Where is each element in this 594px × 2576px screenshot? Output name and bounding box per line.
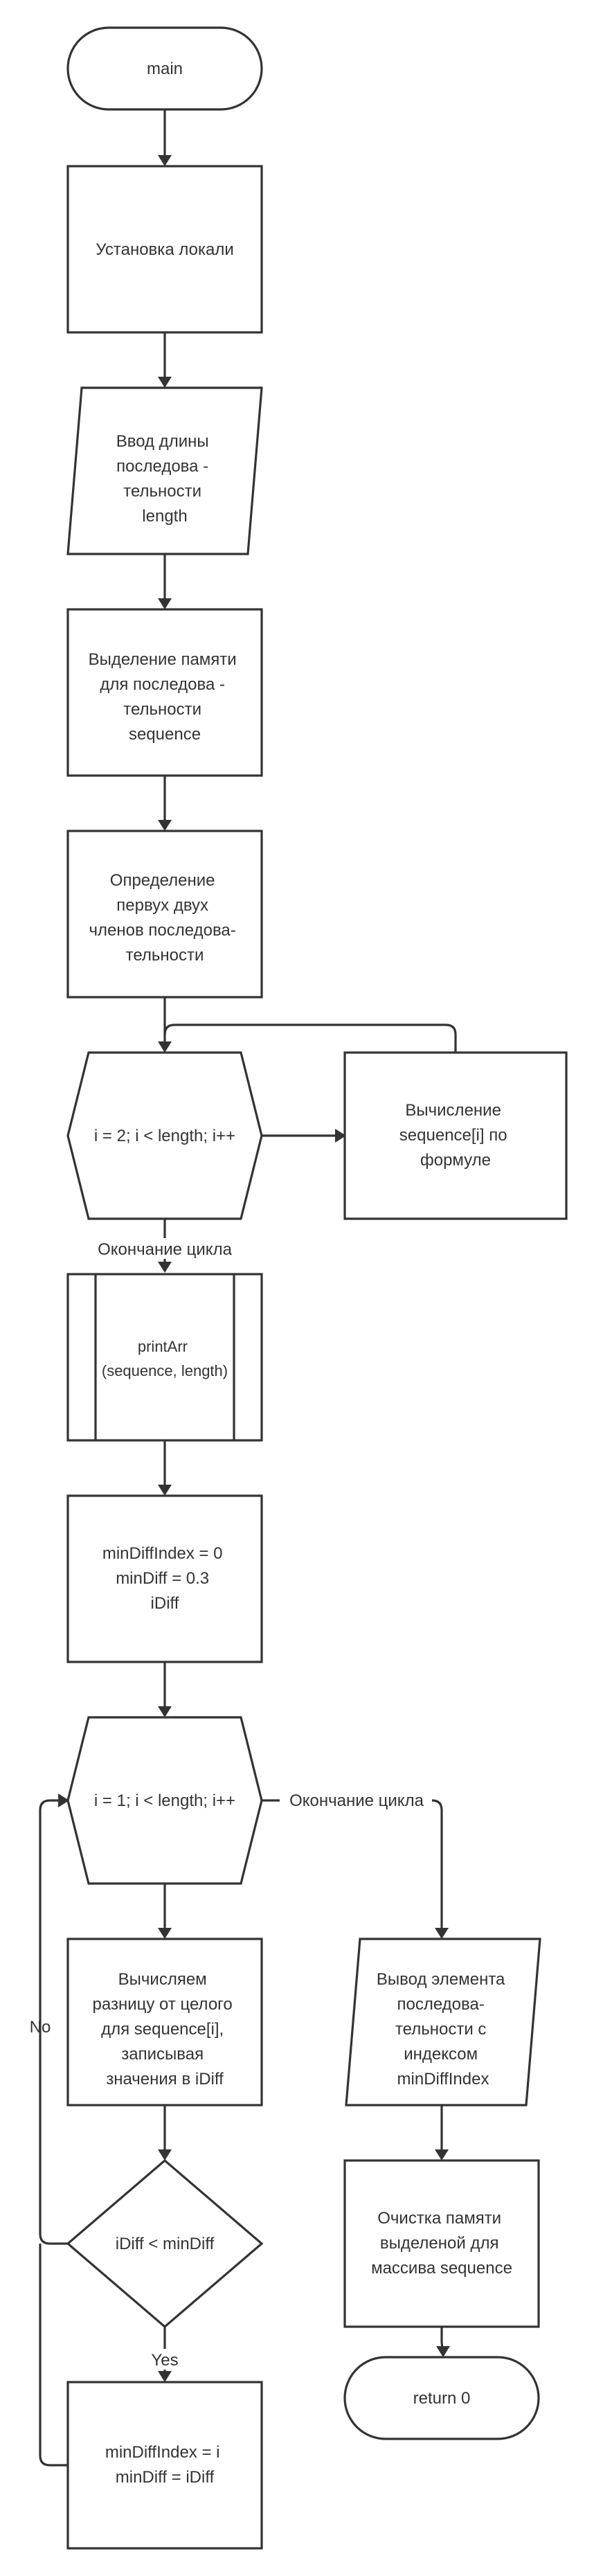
arrowhead xyxy=(335,1129,346,1143)
end-terminator[interactable]: return 0 xyxy=(343,2356,540,2440)
set-locale-process[interactable]: Установка локали xyxy=(66,165,263,334)
arrowhead xyxy=(158,1928,172,1939)
arrowhead xyxy=(58,1794,69,1807)
input-length-io[interactable]: Ввод длины последова - тельности length xyxy=(66,386,263,555)
update-min-process[interactable]: minDiffIndex = i minDiff = iDiff xyxy=(66,2381,263,2550)
arrowhead xyxy=(435,2149,449,2161)
connector-loop2-exit-right xyxy=(431,1799,443,1931)
alloc-sequence-label: Выделение памяти для последова - тельнос… xyxy=(89,650,242,744)
arrowhead xyxy=(158,155,172,166)
compute-diff-label: Вычисляем разницу от целого для sequence… xyxy=(93,1970,237,2088)
arrowhead xyxy=(158,598,172,609)
init-first-two-process[interactable]: Определение первух двух членов последова… xyxy=(66,830,263,999)
arrowhead xyxy=(158,2371,172,2382)
arrowhead xyxy=(158,1485,172,1496)
arrowhead xyxy=(158,2149,172,2161)
compute-sequence-label: Вычисление sequence[i] по формуле xyxy=(399,1101,512,1170)
condition-label: iDiff < minDiff xyxy=(116,2235,215,2253)
input-length-label: Ввод длины последова - тельности length xyxy=(116,432,214,526)
free-memory-label: Очистка памяти выделеной для массива seq… xyxy=(371,2209,512,2278)
connector-compute-back-to-loop1 xyxy=(163,1023,457,1053)
output-element-label: Вывод элемента последова- тельности с ин… xyxy=(377,1970,510,2088)
free-memory-process[interactable]: Очистка памяти выделеной для массива seq… xyxy=(343,2159,540,2328)
loop1-label: i = 2; i < length; i++ xyxy=(94,1127,235,1145)
loop2-hexagon[interactable]: i = 1; i < length; i++ xyxy=(66,1716,263,1885)
condition-diamond[interactable]: iDiff < minDiff xyxy=(66,2158,264,2329)
print-arr-label: printArr (sequence, length) xyxy=(102,1338,228,1379)
condition-no-label: No xyxy=(30,2018,51,2037)
condition-yes-label: Yes xyxy=(151,2351,178,2370)
start-label: main xyxy=(147,60,183,78)
arrowhead xyxy=(158,820,172,831)
init-min-process[interactable]: minDiffIndex = 0 minDiff = 0.3 iDiff xyxy=(66,1494,263,1663)
arrowhead xyxy=(435,1928,449,1939)
output-element-io[interactable]: Вывод элемента последова- тельности с ин… xyxy=(345,1938,541,2107)
arrowhead xyxy=(158,1706,172,1717)
print-arr-subroutine[interactable]: printArr (sequence, length) xyxy=(66,1273,263,1442)
loop2-exit-label: Окончание цикла xyxy=(289,1791,424,1810)
arrowhead xyxy=(158,377,172,388)
init-min-label: minDiffIndex = 0 minDiff = 0.3 iDiff xyxy=(102,1544,227,1613)
end-label: return 0 xyxy=(413,2389,471,2408)
connectors xyxy=(39,109,457,2467)
arrowhead xyxy=(436,2346,450,2357)
start-terminator[interactable]: main xyxy=(66,26,263,111)
init-first-two-label: Определение первух двух членов последова… xyxy=(89,871,241,965)
arrowhead xyxy=(158,1262,172,1273)
loop2-label: i = 1; i < length; i++ xyxy=(94,1791,235,1810)
connector-condition-no-back-to-loop2 xyxy=(39,1799,68,2245)
update-min-label: minDiffIndex = i minDiff = iDiff xyxy=(105,2443,224,2487)
loop1-hexagon[interactable]: i = 2; i < length; i++ xyxy=(66,1051,263,1220)
connector-free-to-end xyxy=(440,2327,444,2350)
compute-sequence-process[interactable]: Вычисление sequence[i] по формуле xyxy=(343,1051,568,1220)
loop1-exit-label: Окончание цикла xyxy=(98,1240,232,1259)
connector-update-back-to-loop2 xyxy=(39,2244,68,2467)
set-locale-label: Установка локали xyxy=(96,240,234,259)
compute-diff-process[interactable]: Вычисляем разницу от целого для sequence… xyxy=(66,1938,263,2107)
alloc-sequence-process[interactable]: Выделение памяти для последова - тельнос… xyxy=(66,608,263,777)
arrowhead xyxy=(158,1041,172,1053)
